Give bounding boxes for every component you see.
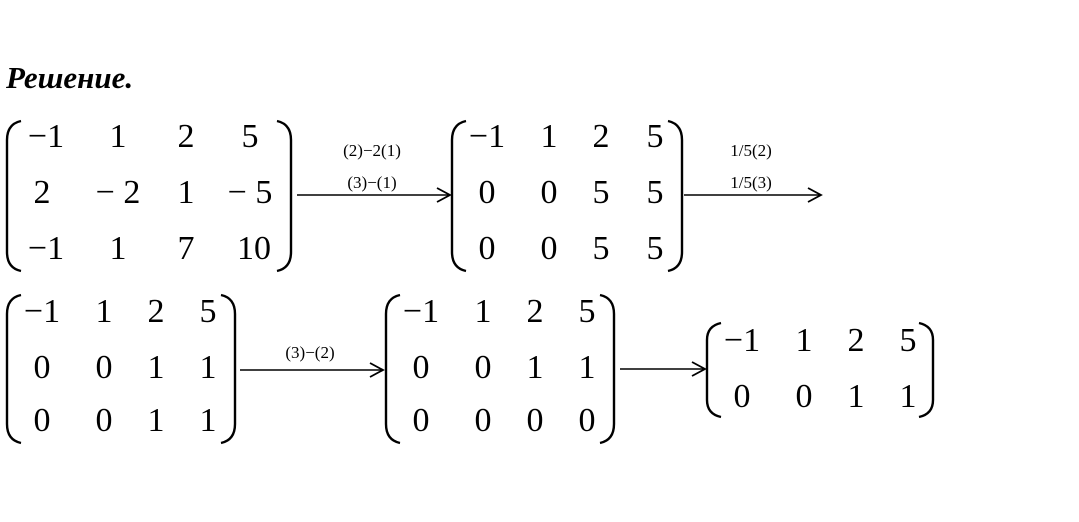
matrix-cell: 0 [95,349,113,386]
matrix-cell: 0 [474,402,492,439]
matrix-cell: 0 [795,378,813,415]
matrix-cell: −1 [27,118,65,155]
matrix-5: −1 1 2 5 0 0 1 1 [704,320,936,420]
matrix-cell: 5 [646,118,664,155]
right-parenthesis [276,119,293,273]
right-parenthesis [918,321,935,419]
matrix-cell: 0 [478,174,496,211]
right-arrow-icon [297,187,452,203]
right-arrow-icon [240,362,385,378]
matrix-cell: 1 [526,349,544,386]
matrix-cell: 5 [646,230,664,267]
matrix-cell: 1 [199,402,217,439]
left-parenthesis [450,119,467,273]
matrix-cell: 1 [109,230,127,267]
matrix-cell: 0 [474,349,492,386]
matrix-cell: 2 [526,293,544,330]
operation-label: (3)−(2) [285,343,335,362]
row-operation-arrow: (2)−2(1) (3)−(1) [297,140,453,210]
matrix-cell: 1 [147,402,165,439]
right-arrow-icon [684,187,823,203]
matrix-cell: 1 [540,118,558,155]
matrix-cell: 1 [795,322,813,359]
matrix-cell: 0 [412,349,430,386]
matrix-1: −1 1 2 5 2 − 2 1 − 5 −1 1 7 10 [4,118,294,274]
matrix-cell: 1 [177,174,195,211]
operation-label: 1/5(3) [730,173,772,192]
left-parenthesis [5,293,22,445]
matrix-cell: 5 [241,118,259,155]
matrix-cell: 5 [578,293,596,330]
matrix-cell: −1 [402,293,440,330]
matrix-cell: 0 [733,378,751,415]
matrix-cell: −1 [468,118,506,155]
matrix-cell: 1 [109,118,127,155]
matrix-2: −1 1 2 5 0 0 5 5 0 0 5 5 [449,118,685,274]
matrix-cell: 10 [237,230,271,267]
matrix-cell: 1 [147,349,165,386]
matrix-cell: 1 [578,349,596,386]
row-operation-arrow: 1/5(2) 1/5(3) [684,140,824,210]
matrix-cell: −1 [27,230,65,267]
right-arrow-icon [620,361,707,377]
matrix-cell: 0 [540,174,558,211]
matrix-cell: 1 [474,293,492,330]
matrix-cell: 2 [592,118,610,155]
matrix-cell: 2 [847,322,865,359]
matrix-cell: − 5 [227,174,273,211]
row-operation-arrow: (3)−(2) [240,344,386,384]
matrix-cell: 0 [33,349,51,386]
matrix-3: −1 1 2 5 0 0 1 1 0 0 1 1 [4,292,238,446]
matrix-cell: 0 [412,402,430,439]
matrix-cell: 0 [33,402,51,439]
left-parenthesis [384,293,401,445]
operation-label: (3)−(1) [347,173,397,192]
matrix-cell: −1 [23,293,61,330]
solution-heading: Решение. [6,60,134,95]
matrix-4: −1 1 2 5 0 0 1 1 0 0 0 0 [383,292,617,446]
left-parenthesis [705,321,722,419]
right-parenthesis [220,293,237,445]
matrix-cell: 0 [540,230,558,267]
matrix-cell: 5 [899,322,917,359]
row-operation-arrow [620,360,708,378]
matrix-cell: 5 [199,293,217,330]
right-parenthesis [599,293,616,445]
matrix-cell: − 2 [95,174,141,211]
matrix-cell: 5 [646,174,664,211]
operation-label: 1/5(2) [730,141,772,160]
matrix-cell: 7 [177,230,195,267]
matrix-cell: 5 [592,230,610,267]
matrix-cell: 5 [592,174,610,211]
matrix-cell: −1 [723,322,761,359]
right-parenthesis [667,119,684,273]
operation-label: (2)−2(1) [343,141,401,160]
matrix-cell: 0 [478,230,496,267]
matrix-cell: 0 [526,402,544,439]
matrix-cell: 2 [147,293,165,330]
matrix-cell: 0 [95,402,113,439]
matrix-cell: 1 [899,378,917,415]
matrix-cell: 1 [199,349,217,386]
matrix-cell: 2 [177,118,195,155]
matrix-cell: 2 [33,174,51,211]
matrix-cell: 1 [847,378,865,415]
matrix-cell: 0 [578,402,596,439]
matrix-cell: 1 [95,293,113,330]
left-parenthesis [5,119,22,273]
